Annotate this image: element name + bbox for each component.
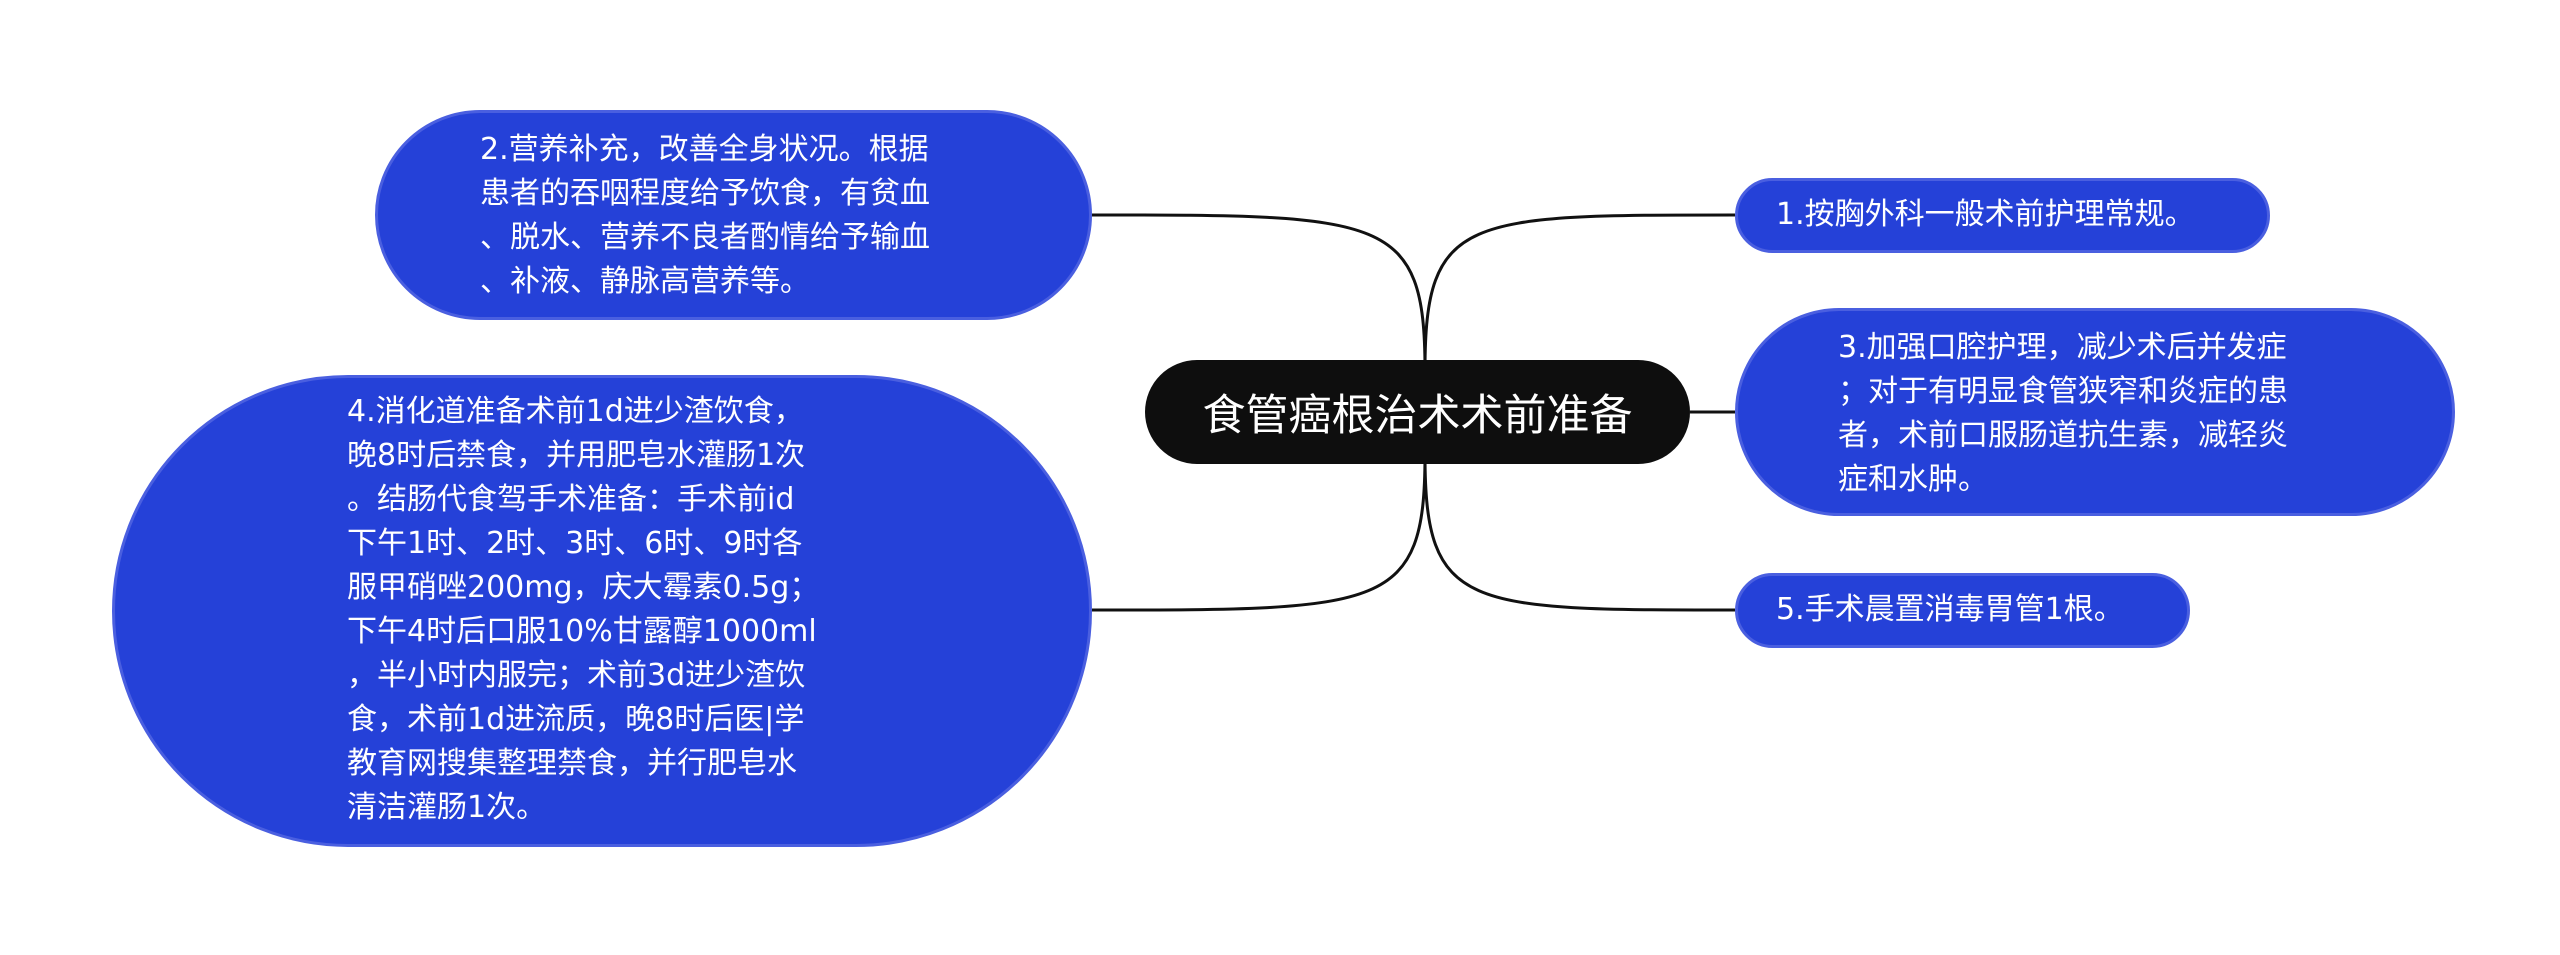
node-5-line-1: 5.手术晨置消毒胃管1根。 <box>1776 592 2124 627</box>
node-4-line-6: 下午4时后口服10%甘露醇1000ml <box>347 614 817 649</box>
node-1-line-1: 1.按胸外科一般术前护理常规。 <box>1776 197 2195 232</box>
connector-node-5 <box>1423 454 1736 612</box>
topic-node-3: 3.加强口腔护理，减少术后并发症 ；对于有明显食管狭窄和炎症的患 者，术前口服肠… <box>1735 308 2455 516</box>
node-2-line-3: 、脱水、营养不良者酌情给予输血 <box>480 220 930 255</box>
node-3-line-2: ；对于有明显食管狭窄和炎症的患 <box>1838 374 2288 409</box>
topic-node-5: 5.手术晨置消毒胃管1根。 <box>1735 573 2190 648</box>
topic-node-4: 4.消化道准备术前1d进少渣饮食， 晚8时后禁食，并用肥皂水灌肠1次 。结肠代食… <box>112 375 1092 847</box>
node-4-line-1: 4.消化道准备术前1d进少渣饮食， <box>347 394 804 429</box>
node-4-line-4: 下午1时、2时、3时、6时、9时各 <box>347 526 803 561</box>
node-3-line-4: 症和水肿。 <box>1838 462 1988 497</box>
node-4-line-7: ，半小时内服完；术前3d进少渣饮 <box>347 658 806 693</box>
node-4-line-9: 教育网搜集整理禁食，并行肥皂水 <box>347 746 797 781</box>
node-4-line-2: 晚8时后禁食，并用肥皂水灌肠1次 <box>347 438 806 473</box>
node-2-line-2: 患者的吞咽程度给予饮食，有贫血 <box>480 176 930 211</box>
node-4-line-8: 食，术前1d进流质，晚8时后医|学 <box>347 702 805 737</box>
node-4-line-3: 。结肠代食驾手术准备：手术前id <box>347 482 795 517</box>
node-4-line-10: 清洁灌肠1次。 <box>347 790 547 825</box>
topic-node-2: 2.营养补充，改善全身状况。根据 患者的吞咽程度给予饮食，有贫血 、脱水、营养不… <box>375 110 1092 320</box>
node-4-line-5: 服甲硝唑200mg，庆大霉素0.5g； <box>347 570 820 605</box>
node-2-line-1: 2.营养补充，改善全身状况。根据 <box>480 132 929 167</box>
central-topic-label: 食管癌根治术术前准备 <box>1202 391 1633 441</box>
node-3-line-3: 者，术前口服肠道抗生素，减轻炎 <box>1838 418 2288 453</box>
connector-node-2 <box>1091 213 1427 371</box>
node-2-line-4: 、补液、静脉高营养等。 <box>480 264 810 299</box>
topic-node-1: 1.按胸外科一般术前护理常规。 <box>1735 178 2270 253</box>
connector-node-1 <box>1423 213 1736 371</box>
central-topic: 食管癌根治术术前准备 <box>1145 360 1690 464</box>
node-3-line-1: 3.加强口腔护理，减少术后并发症 <box>1838 330 2287 365</box>
connector-node-4 <box>1091 454 1427 612</box>
